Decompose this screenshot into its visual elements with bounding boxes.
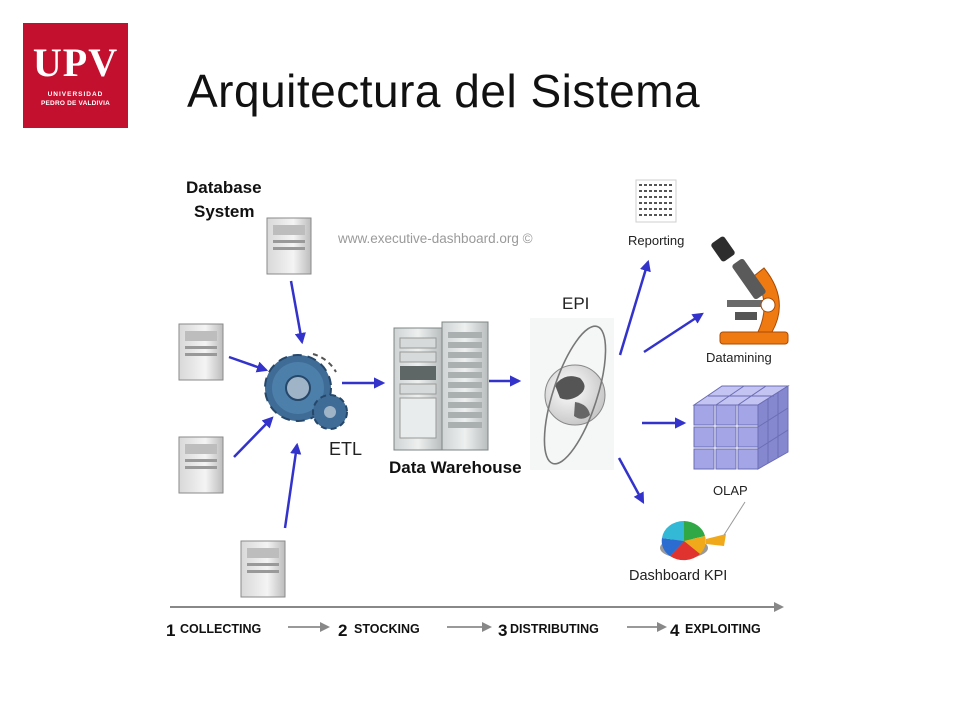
- database-server-bottom: [240, 540, 286, 598]
- epi-globe-icon: [530, 318, 614, 470]
- arrow-epi-to-reporting: [618, 259, 651, 356]
- stage-2-label: STOCKING: [354, 622, 420, 636]
- dashboard-pie-icon: [660, 501, 746, 561]
- olap-cube-icon: [692, 385, 790, 470]
- reporting-label: Reporting: [628, 233, 684, 248]
- stage-1-number: 1: [166, 621, 175, 640]
- data-warehouse-label: Data Warehouse: [389, 458, 522, 477]
- database-server-top: [266, 217, 312, 275]
- database-label-line2: System: [194, 202, 254, 221]
- reporting-icon: [635, 179, 677, 223]
- logo-mark: UPV: [32, 40, 119, 85]
- upv-logo: UPV UNIVERSIDAD PEDRO DE VALDIVIA: [23, 23, 128, 128]
- watermark: www.executive-dashboard.org ©: [337, 231, 533, 246]
- microscope-icon: [711, 236, 789, 345]
- arrow-db-left1-to-etl: [228, 355, 269, 373]
- database-label-line1: Database: [186, 178, 262, 197]
- arrow-db-bottom-to-etl: [283, 442, 302, 529]
- stage-3-label: DISTRIBUTING: [510, 622, 599, 636]
- data-warehouse-icon: [393, 321, 489, 451]
- epi-label: EPI: [562, 294, 589, 313]
- arrow-db-left2-to-etl: [233, 416, 274, 458]
- arrow-to-datamining: [643, 312, 704, 354]
- database-server-left-2: [178, 436, 224, 494]
- etl-gears-icon: [264, 353, 348, 430]
- stage-4-label: EXPLOITING: [685, 622, 761, 636]
- stage-1-label: COLLECTING: [180, 622, 261, 636]
- stage-3-number: 3: [498, 621, 507, 640]
- stage-4-number: 4: [670, 621, 680, 640]
- arrow-epi-to-dashboard: [617, 457, 645, 504]
- arrow-db-top-to-etl: [289, 280, 306, 345]
- stage-2-number: 2: [338, 621, 347, 640]
- logo-institution-name: PEDRO DE VALDIVIA: [40, 100, 110, 107]
- slide-title: Arquitectura del Sistema: [187, 65, 701, 117]
- dashboard-kpi-label: Dashboard KPI: [629, 568, 727, 584]
- etl-label: ETL: [329, 439, 362, 459]
- logo-university-label: UNIVERSIDAD: [47, 91, 104, 98]
- olap-label: OLAP: [713, 483, 748, 498]
- database-server-left-1: [178, 323, 224, 381]
- datamining-label: Datamining: [706, 350, 772, 365]
